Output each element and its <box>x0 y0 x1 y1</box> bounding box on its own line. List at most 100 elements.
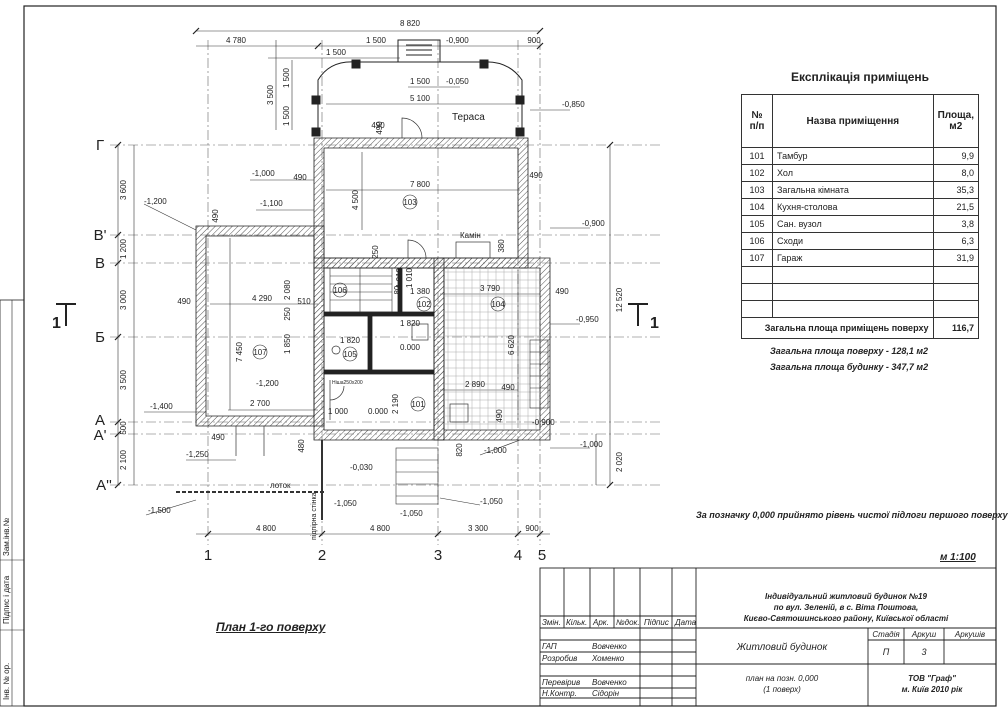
total-value: 116,7 <box>932 317 980 339</box>
dim-2890: 2 890 <box>465 380 486 389</box>
row-area: 8,0 <box>932 164 980 182</box>
level-1500: -1,500 <box>148 506 171 515</box>
header-name: Назва приміщення <box>772 94 934 148</box>
label-fireplace: Камін <box>460 231 481 240</box>
level-1100: -1,100 <box>260 199 283 208</box>
col-header-doc: №док. <box>616 618 640 627</box>
row-num: 107 <box>741 249 773 267</box>
room-104: 104 <box>491 300 505 309</box>
row-num: 103 <box>741 181 773 199</box>
dim-380: 380 <box>497 239 506 253</box>
level-1050a: -1,050 <box>334 499 357 508</box>
dim-7800: 7 800 <box>410 180 431 189</box>
drawing-name-1: план на позн. 0,000 <box>745 674 819 683</box>
axis-row-G: Г <box>96 137 104 154</box>
dim-490-v2: 490 <box>211 209 220 223</box>
section-mark-right: 1 <box>650 315 659 332</box>
level-1200a: -1,200 <box>144 197 167 206</box>
table-row: 102 Хол 8,0 <box>741 164 980 182</box>
dim-490-a: 490 <box>371 121 385 130</box>
project-name-1: Індивідуальний житловий будинок №19 <box>765 592 927 601</box>
plan-title: План 1-го поверху <box>216 620 326 634</box>
staircase <box>329 267 549 505</box>
total-label: Загальна площа приміщень поверху <box>741 317 934 339</box>
dim-1010b: 1 010 <box>405 267 414 288</box>
dim-4290: 4 290 <box>252 294 273 303</box>
dim-490-b: 490 <box>293 173 307 182</box>
row-num: 101 <box>741 147 773 165</box>
label-retaining-wall: підпірна стінка <box>310 492 318 540</box>
dim-0000a: 0.000 <box>400 343 421 352</box>
axis-row-A: А <box>95 412 105 429</box>
floor-area-note: Загальна площа поверху - 128,1 м2 <box>770 346 929 356</box>
stage-value: П <box>882 647 890 657</box>
dimension-texts-vertical: 3 500 1 500 1 500 3 600 1 200 3 000 3 50… <box>119 67 624 472</box>
axis-col-markers: 1 2 3 4 5 <box>204 547 546 564</box>
axis-col-3: 3 <box>434 547 442 564</box>
level-1000a: -1,000 <box>252 169 275 178</box>
row-area: 35,3 <box>932 181 980 199</box>
room-105: 105 <box>343 350 357 359</box>
level-1050b: -1,050 <box>400 509 423 518</box>
table-row: 103 Загальна кімната 35,3 <box>741 181 980 199</box>
row-name: Тамбур <box>772 147 934 165</box>
explication-title: Експлікація приміщень <box>790 70 930 84</box>
dim-1500b: 1 500 <box>366 36 387 45</box>
label-niche: Ніша250х200 <box>332 380 363 386</box>
axis-row-B: Б <box>95 329 105 346</box>
dim-900-top: 900 <box>527 36 541 45</box>
dim-4500: 4 500 <box>351 189 360 210</box>
axis-col-1: 1 <box>204 547 212 564</box>
dim-1200: 1 200 <box>119 238 128 259</box>
room-numbers: 103 106 102 104 107 105 101 <box>252 194 506 412</box>
table-row-empty <box>741 266 980 284</box>
dim-3000: 3 000 <box>119 289 128 310</box>
level-1050c: -1,050 <box>480 497 503 506</box>
role-gap: ГАП <box>542 642 557 651</box>
sheet-value: 3 <box>921 647 927 657</box>
col-header-qty: Кільк. <box>566 618 588 627</box>
dim-4800a: 4 800 <box>256 524 277 533</box>
dim-900-bot: 900 <box>525 524 539 533</box>
dim-0000b: 0.000 <box>368 407 389 416</box>
total-row: Загальна площа приміщень поверху 116,7 <box>741 317 980 339</box>
dim-1820a: 1 820 <box>400 319 421 328</box>
fixtures <box>235 117 491 456</box>
row-area: 6,3 <box>932 232 980 250</box>
dim-3300: 3 300 <box>468 524 489 533</box>
dim-3600: 3 600 <box>119 179 128 200</box>
drawing-name-2: (1 поверх) <box>763 685 801 694</box>
axis-row-A1: А' <box>94 427 107 444</box>
col-header-sheet: Арк. <box>593 618 609 627</box>
room-107: 107 <box>253 348 267 357</box>
title-block-frame <box>539 567 997 707</box>
axis-col-4: 4 <box>514 547 522 564</box>
terrace-outline <box>311 39 525 137</box>
dim-6620: 6 620 <box>507 334 516 355</box>
role-checker: Перевірив <box>542 678 581 687</box>
axis-col-5: 5 <box>538 547 546 564</box>
name-developer: Хоменко <box>592 654 625 663</box>
level-0050: -0,050 <box>446 77 469 86</box>
explication-header-row: № п/п Назва приміщення Площа, м2 <box>741 94 980 148</box>
dim-4800b: 4 800 <box>370 524 391 533</box>
level-leaders <box>143 109 590 516</box>
dim-1000: 1 000 <box>328 407 349 416</box>
dimension-texts: 8 820 4 780 1 500 1 500 1 500 900 5 100 … <box>177 19 569 533</box>
sheets-header: Аркушів <box>954 630 986 639</box>
label-terrace: Тераса <box>452 112 485 123</box>
row-name: Сан. вузол <box>772 215 934 233</box>
dim-3500: 3 500 <box>119 369 128 390</box>
dim-2700: 2 700 <box>250 399 271 408</box>
row-num: 102 <box>741 164 773 182</box>
table-row-empty <box>741 300 980 318</box>
dim-1380: 1 380 <box>410 287 431 296</box>
dim-5100: 5 100 <box>410 94 431 103</box>
building-name: Житловий будинок <box>736 642 828 653</box>
project-name-3: Києво-Святошинського району, Київської о… <box>743 614 949 623</box>
axis-grid <box>110 40 660 545</box>
level-1250: -1,250 <box>186 450 209 459</box>
dim-1010a: 1 010 <box>395 267 404 288</box>
row-num: 105 <box>741 215 773 233</box>
row-name: Хол <box>772 164 934 182</box>
